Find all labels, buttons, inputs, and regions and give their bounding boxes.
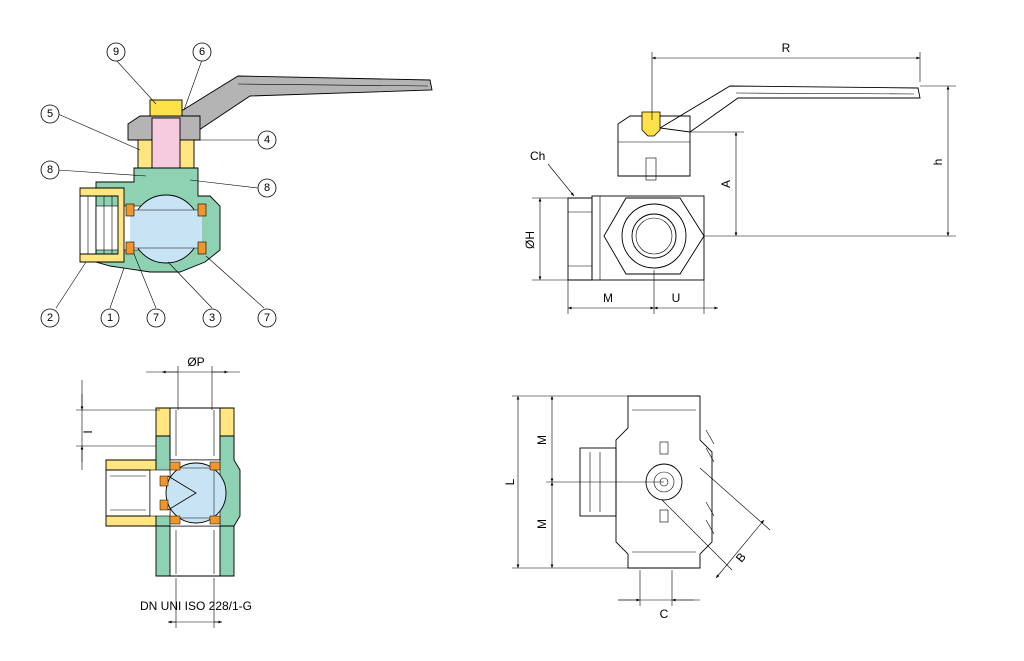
svg-text:8: 8: [264, 182, 270, 194]
seat: [159, 475, 169, 487]
dim-label-R: R: [782, 41, 791, 55]
callout-9: 9: [106, 42, 126, 62]
svg-text:4: 4: [264, 134, 270, 146]
callout-5: 5: [40, 104, 60, 124]
callout-3: 3: [202, 308, 222, 328]
dim-label-L: L: [503, 478, 517, 485]
dim-label-OP: ØP: [187, 355, 204, 369]
end-hex: [567, 197, 593, 281]
seat-right: [197, 241, 207, 255]
dim-label-Ch: Ch: [530, 149, 545, 163]
stem-nut: [641, 111, 661, 137]
callout-4: 4: [257, 130, 277, 150]
callout-1: 1: [100, 308, 120, 328]
stem-nut: [149, 99, 183, 117]
dim-label-C: C: [660, 607, 669, 621]
callout-2: 2: [40, 308, 60, 328]
svg-text:8: 8: [47, 164, 53, 176]
dim-label-I: I: [81, 430, 95, 433]
dim-label-OH: ØH: [523, 231, 537, 249]
seat-right: [197, 203, 207, 217]
svg-text:7: 7: [153, 312, 159, 324]
callout-8-left: 8: [40, 160, 60, 180]
dim-label-U: U: [672, 291, 681, 305]
front-port: [621, 203, 687, 269]
svg-text:9: 9: [113, 46, 119, 58]
bottom-connector: [155, 525, 235, 577]
front-port-hex: [603, 197, 705, 275]
end-connector: [79, 187, 125, 263]
dim-label-B: B: [733, 550, 749, 565]
handle-lever: [658, 85, 921, 133]
callout-8-right: 8: [257, 178, 277, 198]
seat: [209, 461, 221, 471]
seat-left: [125, 241, 135, 255]
tee-body-top: [615, 395, 713, 569]
callout-7-left: 7: [146, 308, 166, 328]
top-view: L M M B C: [503, 395, 771, 621]
callout-7-right: 7: [257, 308, 277, 328]
seat: [159, 499, 169, 511]
thread-standard-label: DN UNI ISO 228/1-G: [140, 599, 252, 613]
seat: [169, 515, 181, 525]
tee-section-view: ØP I DN UNI ISO 228/1-G: [76, 355, 252, 628]
svg-text:3: 3: [209, 312, 215, 324]
dim-label-A: A: [719, 180, 733, 188]
dim-label-M-bottom: M: [535, 519, 549, 529]
dim-label-h: h: [931, 159, 945, 166]
left-connector: [105, 459, 157, 527]
svg-text:2: 2: [47, 312, 53, 324]
callout-6: 6: [192, 42, 212, 62]
seat: [209, 515, 221, 525]
section-view: 9 6 5 4 8 8 2 1: [40, 42, 433, 328]
seat: [169, 461, 181, 471]
svg-text:5: 5: [47, 108, 53, 120]
seat-left: [125, 203, 135, 217]
dim-label-M: M: [603, 291, 613, 305]
svg-text:6: 6: [199, 46, 205, 58]
handle-hub: [617, 115, 691, 177]
svg-text:7: 7: [264, 312, 270, 324]
side-view: R h A Ch ØH M U: [523, 41, 956, 314]
svg-text:1: 1: [107, 312, 113, 324]
dim-label-M-top: M: [535, 435, 549, 445]
